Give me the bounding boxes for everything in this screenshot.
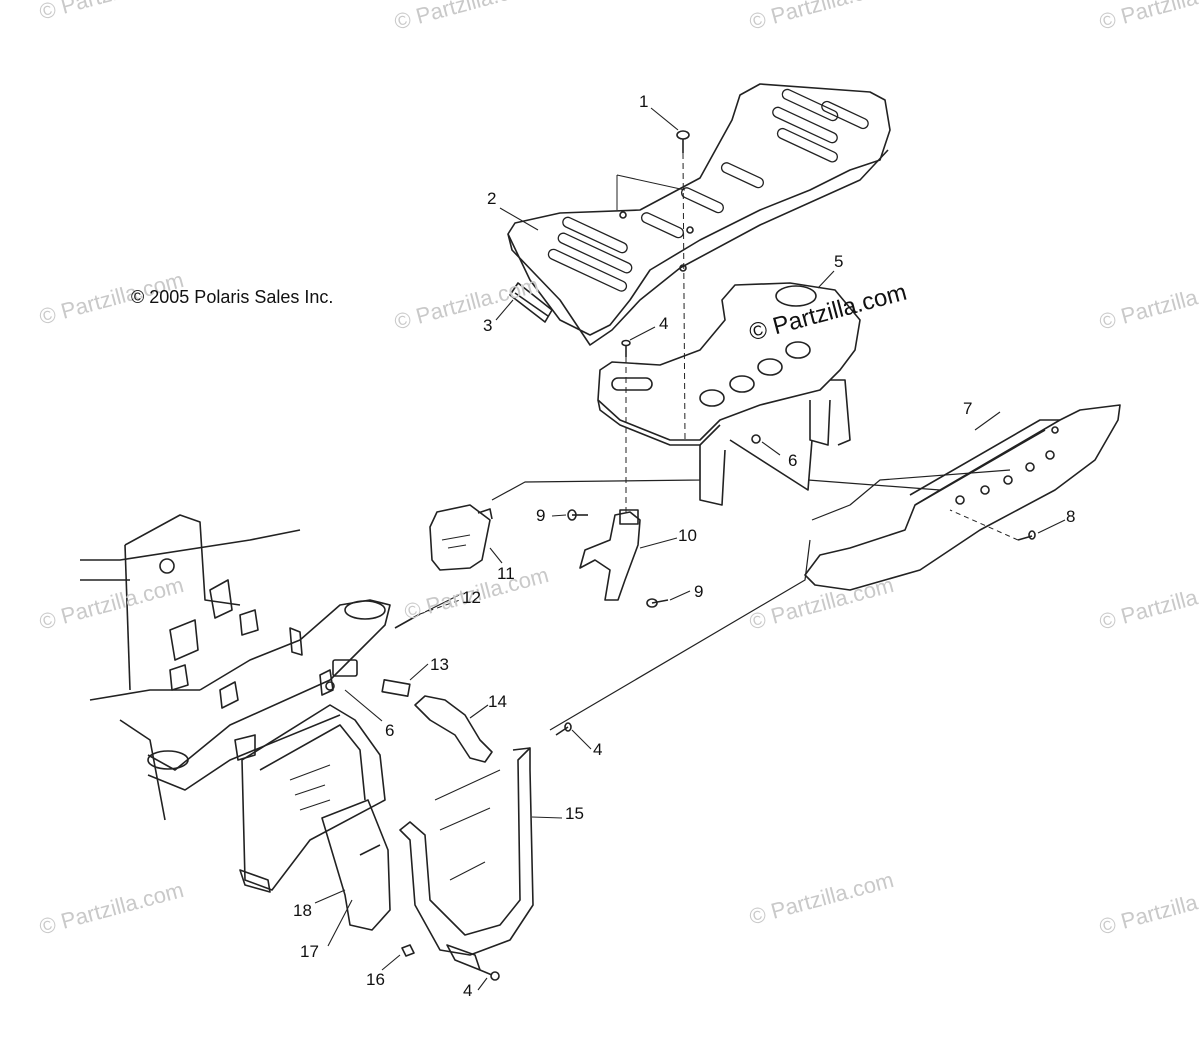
callout-label: 3 — [483, 316, 493, 335]
wiring — [491, 460, 1011, 731]
callout-label: 6 — [385, 721, 395, 740]
callout-label: 6 — [788, 451, 798, 470]
callout-label: 5 — [834, 252, 844, 271]
bolt-4-lower — [479, 969, 500, 981]
reflector — [509, 282, 553, 323]
callout-label: 12 — [462, 588, 481, 607]
bolt-9-b — [646, 598, 669, 608]
tail-light — [429, 504, 493, 571]
callout-label: 2 — [487, 189, 497, 208]
callout-label: 4 — [659, 314, 669, 333]
callout-label: 9 — [536, 506, 546, 525]
callout-label: 14 — [488, 692, 507, 711]
connector-13 — [325, 659, 411, 697]
callout-label: 16 — [366, 970, 385, 989]
callout-label: 13 — [430, 655, 449, 674]
radiator — [239, 704, 386, 893]
rear-bumper — [804, 404, 1121, 591]
rear-rack — [507, 83, 891, 346]
rack-support — [597, 282, 861, 506]
callout-label: 18 — [293, 901, 312, 920]
callout-label: 8 — [1066, 507, 1076, 526]
callout-label: 4 — [463, 981, 473, 1000]
callout-label: 1 — [639, 92, 649, 111]
callout-label: 10 — [678, 526, 697, 545]
callout-label: 4 — [593, 740, 603, 759]
bolt-8 — [949, 509, 1036, 541]
guard-15 — [399, 747, 534, 971]
bracket-18 — [321, 799, 391, 931]
bolt-4-upper — [621, 339, 631, 512]
frame — [80, 514, 391, 821]
callout-label: 15 — [565, 804, 584, 823]
bolt-9-a — [567, 509, 588, 521]
copyright-notice: © 2005 Polaris Sales Inc. — [131, 287, 334, 307]
callout-label: 7 — [963, 399, 973, 418]
callout-label: 11 — [497, 564, 515, 583]
bracket — [579, 509, 641, 601]
leader-lines — [314, 107, 1066, 991]
bolt-1 — [616, 130, 690, 441]
nut-16 — [401, 944, 415, 957]
nut-6 — [751, 434, 761, 444]
callout-label: 9 — [694, 582, 704, 601]
bolt-12 — [394, 599, 461, 629]
callout-label: 17 — [300, 942, 319, 961]
cover-14 — [414, 695, 493, 763]
bolt-4-mid — [555, 722, 572, 736]
